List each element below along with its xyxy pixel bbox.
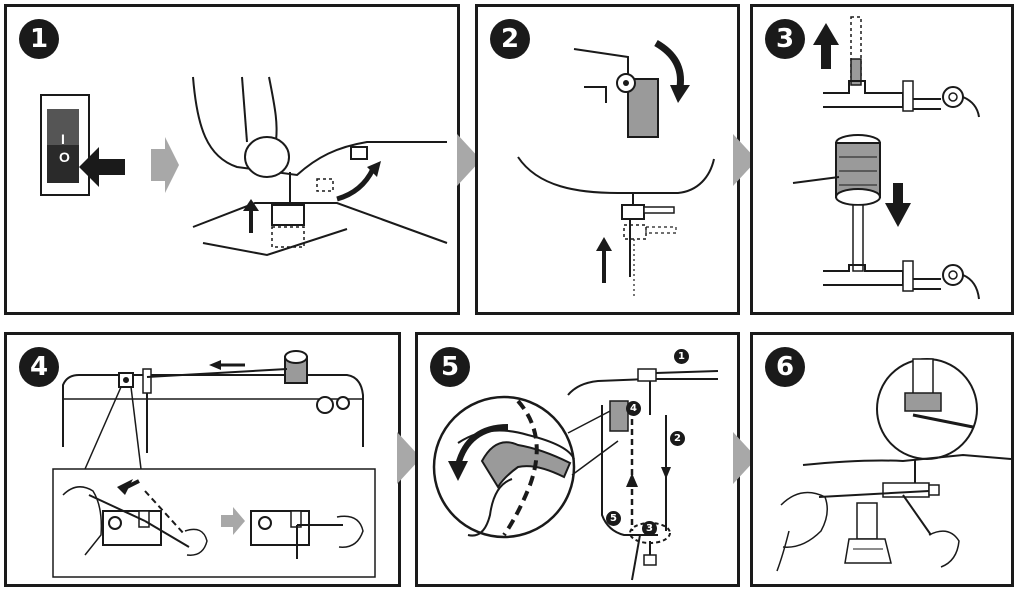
push-arrow bbox=[79, 147, 125, 187]
path-label-2: 2 bbox=[670, 431, 685, 446]
path-label-4: 4 bbox=[626, 401, 641, 416]
step-2-panel: 2 bbox=[475, 4, 740, 315]
gray-step-arrow bbox=[151, 137, 179, 193]
step-6-illustration bbox=[776, 358, 1011, 572]
switch-off-mark: O bbox=[59, 149, 70, 165]
step-4-badge: 4 bbox=[19, 347, 59, 387]
path-label-3: 3 bbox=[642, 521, 657, 536]
step-2-badge: 2 bbox=[490, 19, 530, 59]
step-1-panel: 1 bbox=[4, 4, 460, 315]
step-3-panel: 3 bbox=[750, 4, 1014, 315]
step-3-badge: 3 bbox=[765, 19, 805, 59]
step-5-panel: 5 bbox=[415, 332, 740, 587]
path-label-1: 1 bbox=[674, 349, 689, 364]
step-5-illustration bbox=[432, 368, 719, 581]
step-6-badge: 6 bbox=[765, 347, 805, 387]
step-4-panel: 4 bbox=[4, 332, 401, 587]
switch-on-mark: I bbox=[61, 131, 65, 147]
step-1-badge: 1 bbox=[19, 19, 59, 59]
step-3-illustration bbox=[792, 16, 980, 300]
step-6-panel: 6 bbox=[750, 332, 1014, 587]
power-switch bbox=[40, 94, 90, 196]
step-1-illustration bbox=[40, 76, 448, 257]
path-label-5: 5 bbox=[606, 511, 621, 526]
step-4-illustration bbox=[52, 350, 376, 578]
step-2-illustration bbox=[517, 39, 715, 297]
step-5-badge: 5 bbox=[430, 347, 470, 387]
